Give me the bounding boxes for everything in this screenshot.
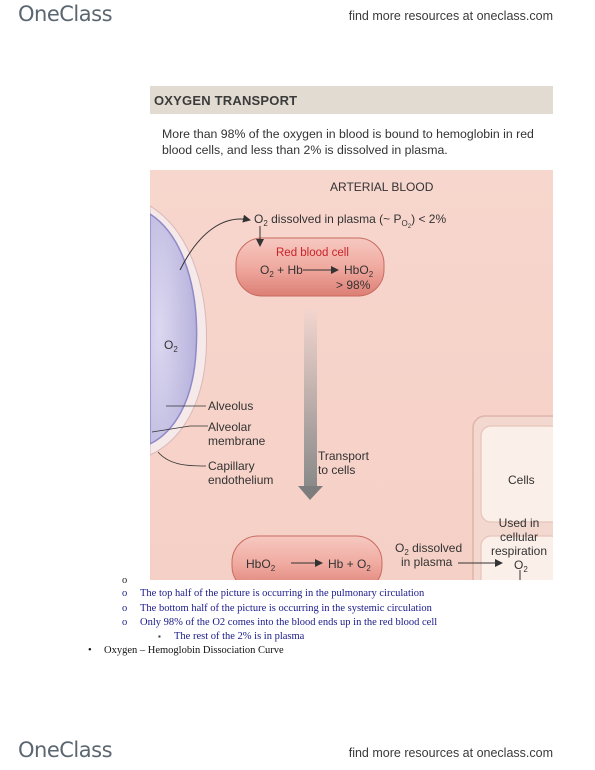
bottom-hbo2: HbO2 (246, 557, 276, 573)
main-bullet-text: Oxygen – Hemoglobin Dissociation Curve (104, 645, 284, 656)
respiration-line: respiration (490, 544, 548, 558)
cells-box-top (480, 425, 553, 523)
note-text: The bottom half of the picture is occurr… (140, 603, 432, 614)
membrane-leader (151, 425, 208, 433)
bottom-hb-o2: Hb + O2 (328, 557, 371, 573)
bullet-marker: o (122, 575, 128, 586)
figure-title: OXYGEN TRANSPORT (154, 93, 298, 108)
red-blood-cell-label: Red blood cell (276, 247, 349, 259)
oxygen-transport-figure: OXYGEN TRANSPORT More than 98% of the ox… (150, 86, 553, 580)
oxygen-transport-diagram: ARTERIAL BLOOD O2 O2 dissolved in plasma… (150, 170, 553, 580)
bullet-marker: o (122, 617, 128, 628)
footer-resources-link[interactable]: find more resources at oneclass.com (348, 746, 553, 760)
cell-o2-label: O2 (514, 558, 528, 574)
transport-arrow-shaft (304, 310, 317, 486)
used-in-line: Used in (498, 516, 540, 530)
endothelium-leader (157, 451, 207, 467)
alveolar-membrane-label-1: Alveolar (208, 420, 251, 434)
rbc-equation-right: HbO2 (344, 263, 374, 279)
alveolus-label: Alveolus (208, 399, 253, 413)
dissolved-plasma-bottom-1: O2 dissolved (395, 541, 462, 557)
oneclass-logo-bottom[interactable]: OneClass (18, 738, 113, 762)
transport-label-2: to cells (318, 463, 355, 477)
bullet-marker: o (122, 588, 128, 599)
logo-text: OneClass (18, 2, 113, 26)
alveolus-o2-label: O2 (164, 338, 178, 354)
rbc-percent: > 98% (336, 278, 371, 292)
capillary-label-2: endothelium (208, 473, 273, 487)
rbc-equation-left: O2 + Hb (260, 263, 303, 279)
dissolved-plasma-top: O2 dissolved in plasma (~ PO2) < 2% (254, 212, 446, 230)
red-blood-cell-top (235, 237, 385, 297)
figure-caption: More than 98% of the oxygen in blood is … (162, 127, 534, 157)
figure-title-banner: OXYGEN TRANSPORT (150, 86, 553, 114)
bullet-marker: o (122, 603, 128, 614)
cellular-line: cellular (499, 530, 538, 544)
square-bullet-marker: ▪ (158, 632, 161, 641)
bullet-dot: • (88, 645, 92, 656)
o2-diffusion-arrow (179, 214, 251, 271)
note-text: The top half of the picture is occurring… (140, 588, 425, 599)
note-text: Only 98% of the O2 comes into the blood … (140, 617, 438, 628)
cells-label: Cells (508, 473, 535, 487)
logo-text: OneClass (18, 738, 113, 762)
transport-label-1: Transport (318, 449, 370, 463)
used-in-respiration: Used in cellular respiration (486, 516, 552, 558)
oneclass-logo-top[interactable]: OneClass (18, 2, 113, 26)
transport-arrow-head (298, 486, 323, 500)
arterial-blood-label: ARTERIAL BLOOD (330, 180, 434, 194)
dissolved-plasma-bottom-2: in plasma (401, 555, 453, 569)
note-sub-text: The rest of the 2% is in plasma (174, 631, 305, 642)
alveolus-inner (150, 213, 198, 445)
header-resources-link[interactable]: find more resources at oneclass.com (348, 9, 553, 23)
cells-box-bottom (480, 535, 553, 580)
red-blood-cell-bottom (231, 535, 383, 580)
alveolar-membrane-label-2: membrane (208, 434, 266, 448)
capillary-label-1: Capillary (208, 459, 255, 473)
